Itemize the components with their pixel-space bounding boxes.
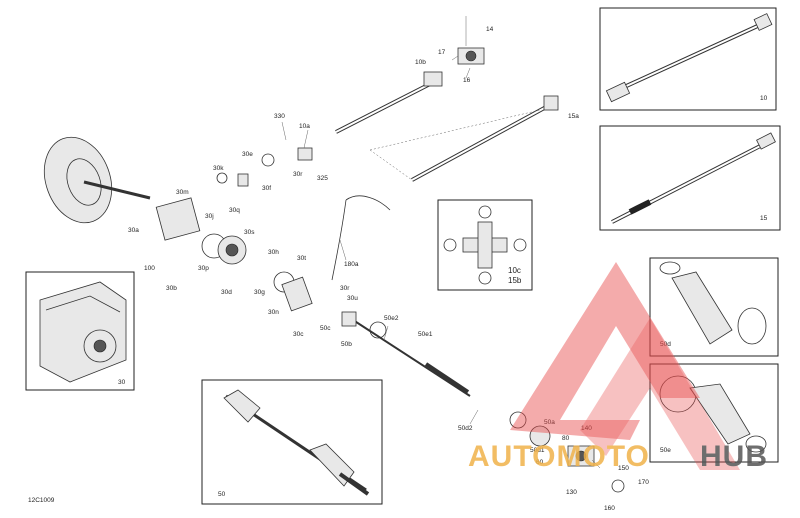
label-50c: 50c xyxy=(320,325,331,332)
inset-ujoint-label-15b: 15b xyxy=(508,276,522,285)
label-30a: 30a xyxy=(128,227,139,234)
label-30b: 30b xyxy=(166,285,177,292)
label-50e2: 50e2 xyxy=(384,315,399,322)
inset-boot-50d: 50d xyxy=(649,257,779,357)
label-17: 17 xyxy=(438,49,446,56)
inset-housing-30-label: 30 xyxy=(118,379,126,386)
watermark: AUTOMOTO HUB xyxy=(468,262,768,473)
label-30u: 30u xyxy=(347,295,358,302)
label-30k: 30k xyxy=(213,165,224,172)
label-325: 325 xyxy=(317,175,328,182)
inset-shaft-10-label: 10 xyxy=(760,95,768,102)
label-50b: 50b xyxy=(341,341,352,348)
inset-ujoint: 10c 15b xyxy=(437,199,533,291)
label-150: 150 xyxy=(618,465,629,472)
label-60: 60 xyxy=(536,459,544,466)
inset-housing-30: 30 xyxy=(25,271,135,391)
inset-shaft-10: 10 xyxy=(599,7,777,111)
cable-180a xyxy=(331,195,391,281)
axle-assembly xyxy=(341,311,625,493)
label-130: 130 xyxy=(566,489,577,496)
label-30r2: 30r xyxy=(340,285,350,292)
label-30c: 30c xyxy=(293,331,304,338)
label-10a: 10a xyxy=(299,123,310,130)
label-50e1: 50e1 xyxy=(418,331,433,338)
label-180a: 180a xyxy=(344,261,359,268)
label-30n: 30n xyxy=(268,309,279,316)
drive-shaft-15 xyxy=(369,95,559,182)
inset-axle-50-label: 50 xyxy=(218,491,226,498)
label-160: 160 xyxy=(604,505,615,512)
label-15a: 15a xyxy=(568,113,579,120)
label-30e: 30e xyxy=(242,151,253,158)
label-30m: 30m xyxy=(176,189,189,196)
label-30d: 30d xyxy=(221,289,232,296)
inset-axle-50: 50 xyxy=(201,379,383,505)
label-30t: 30t xyxy=(297,255,306,262)
label-30h: 30h xyxy=(268,249,279,256)
label-14: 14 xyxy=(486,26,494,33)
watermark-logo-icon xyxy=(510,262,700,440)
label-30j: 30j xyxy=(205,213,214,220)
carrier-bearing-16 xyxy=(457,16,485,65)
inset-ujoint-label-10c: 10c xyxy=(508,266,521,275)
label-16: 16 xyxy=(463,77,471,84)
label-140: 140 xyxy=(581,425,592,432)
label-10b: 10b xyxy=(415,59,426,66)
wheel xyxy=(43,136,151,224)
label-50d2: 50d2 xyxy=(458,425,473,432)
inset-boot-50e-label: 50e xyxy=(660,447,671,454)
label-30s: 30s xyxy=(244,229,255,236)
watermark-text-b: HUB xyxy=(700,440,768,473)
label-30q: 30q xyxy=(229,207,240,214)
inset-shaft-15-label: 15 xyxy=(760,215,768,222)
label-30p: 30p xyxy=(198,265,209,272)
label-30r: 30r xyxy=(293,171,303,178)
label-50a: 50a xyxy=(544,419,555,426)
label-50d1: 50d1 xyxy=(530,447,545,454)
part-labels: 14 17 16 10b 15a 330 10a 325 30e 30f 30r… xyxy=(128,26,649,512)
drawing-code: 12C1009 xyxy=(28,497,55,504)
drive-shaft-10 xyxy=(335,71,443,134)
inset-boot-50e: 50e xyxy=(649,363,779,463)
label-30g: 30g xyxy=(254,289,265,296)
label-30f: 30f xyxy=(262,185,271,192)
label-170: 170 xyxy=(638,479,649,486)
inset-boot-50d-label: 50d xyxy=(660,341,671,348)
label-330: 330 xyxy=(274,113,285,120)
label-100: 100 xyxy=(144,265,155,272)
inset-shaft-15: 15 xyxy=(599,125,781,231)
leader-lines xyxy=(281,55,601,469)
watermark-text-a: AUTOMOTO xyxy=(468,440,650,473)
gearbox-parts xyxy=(155,147,313,312)
label-80: 80 xyxy=(562,435,570,442)
